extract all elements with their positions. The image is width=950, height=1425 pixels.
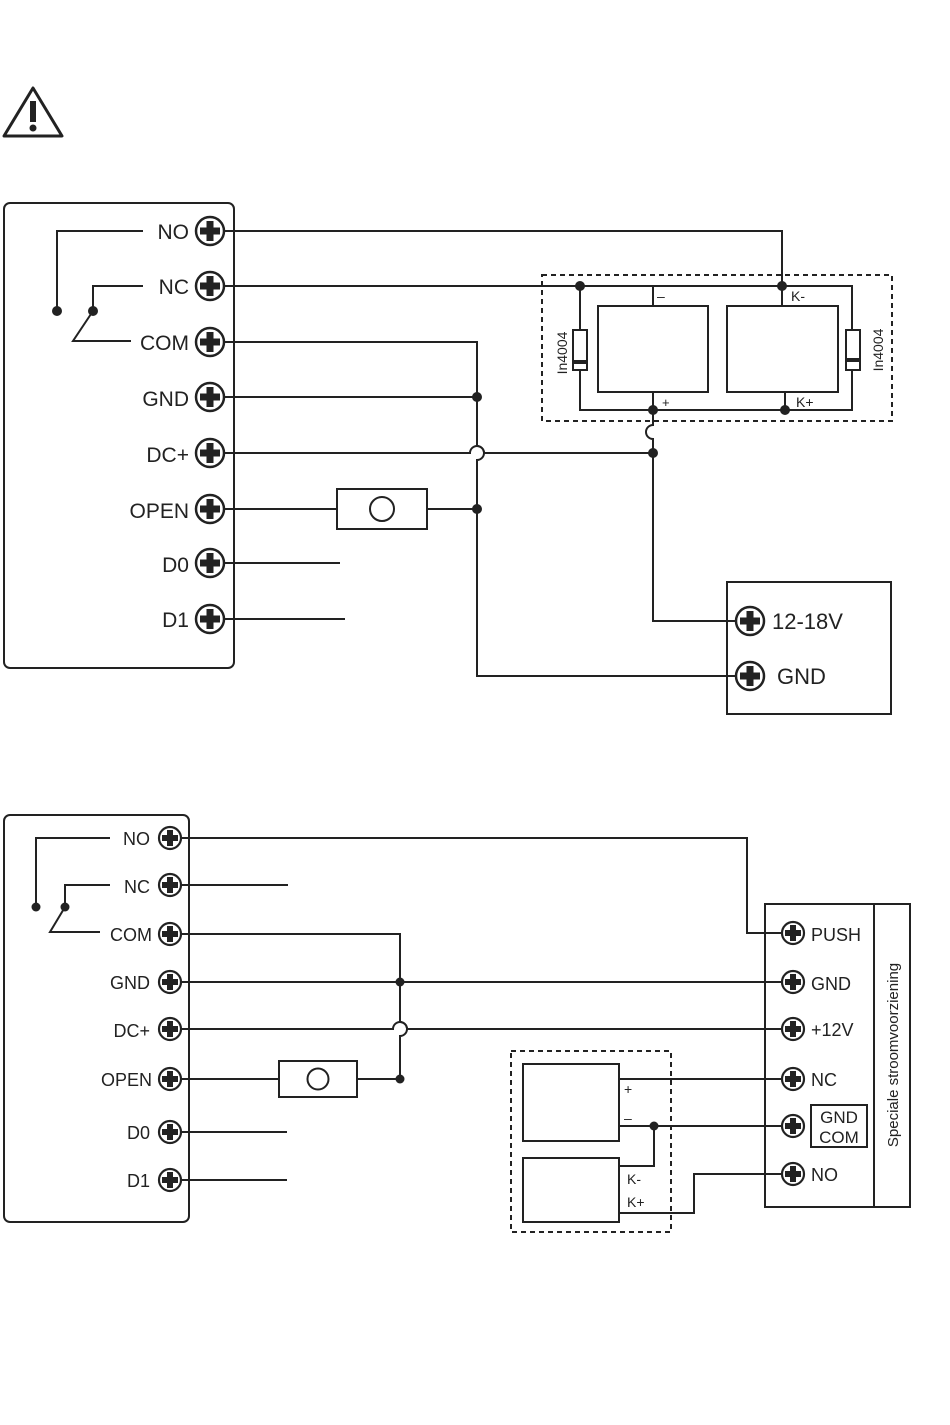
lock-left-plus: + bbox=[662, 395, 670, 410]
lock-top-plus: + bbox=[624, 1081, 632, 1097]
wire-dc-plus-1 bbox=[224, 446, 653, 453]
diagram-2: NO NC COM GND DC+ OPEN D0 D1 + – bbox=[4, 815, 910, 1232]
lock-right-minus: K- bbox=[791, 288, 805, 304]
terminal2-label-no: NO bbox=[123, 829, 150, 849]
terminal-label-nc: NC bbox=[159, 276, 189, 299]
terminal-label-d1: D1 bbox=[162, 609, 189, 632]
terminal2-label-gnd: GND bbox=[110, 973, 150, 993]
lock-bottom-plus: K+ bbox=[627, 1194, 645, 1210]
exit-button-2 bbox=[279, 1061, 357, 1097]
controller-box-2 bbox=[4, 815, 189, 1222]
terminal2-label-open: OPEN bbox=[101, 1070, 152, 1090]
power-supply-title: Speciale stroomvoorziening bbox=[885, 963, 902, 1147]
gnd-com-label-gnd: GND bbox=[820, 1108, 858, 1127]
lock-right-plus: K+ bbox=[796, 394, 814, 410]
terminal2-label-nc: NC bbox=[124, 877, 150, 897]
diode-right-label: In4004 bbox=[870, 328, 886, 371]
psu2-label-12v: +12V bbox=[811, 1020, 854, 1040]
lock-top-minus: – bbox=[624, 1110, 632, 1126]
exit-button-1 bbox=[337, 489, 427, 529]
terminal2-label-dc-plus: DC+ bbox=[113, 1021, 150, 1041]
terminal-label-com: COM bbox=[140, 332, 189, 355]
lock-group-box-1 bbox=[542, 275, 892, 421]
terminal-label-no: NO bbox=[158, 221, 190, 244]
terminal-label-open: OPEN bbox=[129, 500, 189, 523]
lock-left-minus: – bbox=[657, 288, 665, 304]
diode-right bbox=[846, 330, 860, 370]
psu2-label-no: NO bbox=[811, 1165, 838, 1185]
wire-lock-plus-1 bbox=[646, 410, 736, 621]
lock-top-2 bbox=[523, 1064, 619, 1141]
relay-symbol-2 bbox=[32, 838, 111, 932]
power-supply-box-1 bbox=[727, 582, 891, 714]
psu2-label-nc: NC bbox=[811, 1070, 837, 1090]
wire-dc-plus-2 bbox=[181, 1022, 782, 1029]
controller-box-1 bbox=[4, 203, 234, 668]
psu-label-12-18v: 12-18V bbox=[772, 609, 843, 634]
wire-no-1 bbox=[224, 231, 782, 286]
terminal-screw-icons-2 bbox=[159, 827, 804, 1191]
lock-right-1 bbox=[727, 306, 838, 392]
gnd-com-label-com: COM bbox=[819, 1128, 859, 1147]
diode-left bbox=[573, 330, 587, 370]
psu2-label-gnd: GND bbox=[811, 974, 851, 994]
terminal2-label-d1: D1 bbox=[127, 1171, 150, 1191]
lock-left-1 bbox=[598, 306, 708, 392]
terminal2-label-d0: D0 bbox=[127, 1123, 150, 1143]
terminal2-label-com: COM bbox=[110, 925, 152, 945]
warning-triangle-icon bbox=[4, 88, 62, 136]
wire-com-2 bbox=[181, 934, 407, 1079]
diode-left-label: In4004 bbox=[554, 331, 570, 374]
lock-bottom-minus: K- bbox=[627, 1171, 641, 1187]
psu2-label-push: PUSH bbox=[811, 925, 861, 945]
psu-label-gnd-1: GND bbox=[777, 664, 826, 689]
terminal-label-gnd: GND bbox=[142, 388, 189, 411]
terminal-label-dc-plus: DC+ bbox=[146, 444, 189, 467]
relay-symbol-1 bbox=[52, 231, 143, 341]
terminal-label-d0: D0 bbox=[162, 554, 189, 577]
lock-bottom-2 bbox=[523, 1158, 619, 1222]
wire-lock-link-2 bbox=[619, 1126, 654, 1166]
diagram-1: NO NC COM GND DC+ OPEN D0 D1 bbox=[4, 203, 892, 714]
